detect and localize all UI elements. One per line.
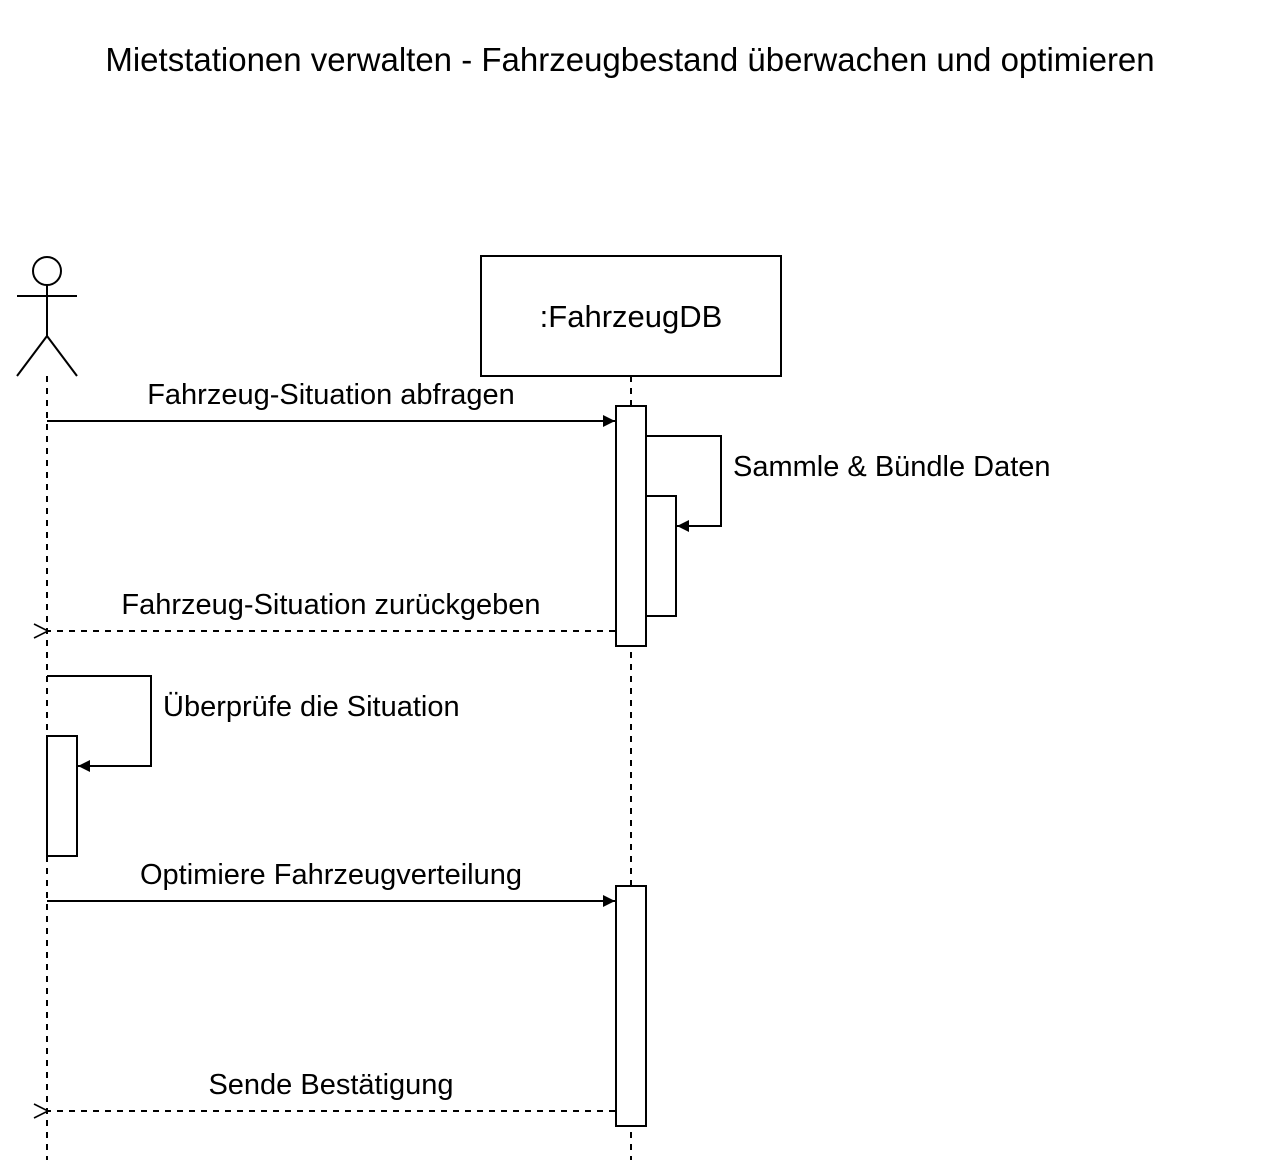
message-6-label: Sende Bestätigung [208, 1069, 453, 1101]
diagram-title: Mietstationen verwalten - Fahrzeugbestan… [105, 41, 1154, 78]
actor-figure [16, 256, 78, 377]
activation-bar-participant-2 [615, 885, 647, 1127]
message-2-label: Sammle & Bündle Daten [733, 451, 1051, 483]
activation-bar-participant-1 [615, 405, 647, 647]
participant-box: :FahrzeugDB [480, 255, 782, 377]
message-1-label: Fahrzeug-Situation abfragen [147, 379, 515, 411]
actor-head [32, 256, 62, 286]
message-4-arrow [47, 675, 152, 772]
message-3-label: Fahrzeug-Situation zurückgeben [121, 589, 540, 621]
actor-leg-left [16, 335, 48, 377]
participant-label: :FahrzeugDB [540, 299, 723, 334]
message-4-label: Überprüfe die Situation [163, 691, 460, 723]
activation-bar-participant-nested [645, 495, 677, 617]
message-2-arrow [646, 435, 722, 532]
activation-bar-actor [46, 735, 78, 857]
message-5-label: Optimiere Fahrzeugverteilung [140, 859, 522, 891]
actor-leg-right [46, 335, 78, 377]
